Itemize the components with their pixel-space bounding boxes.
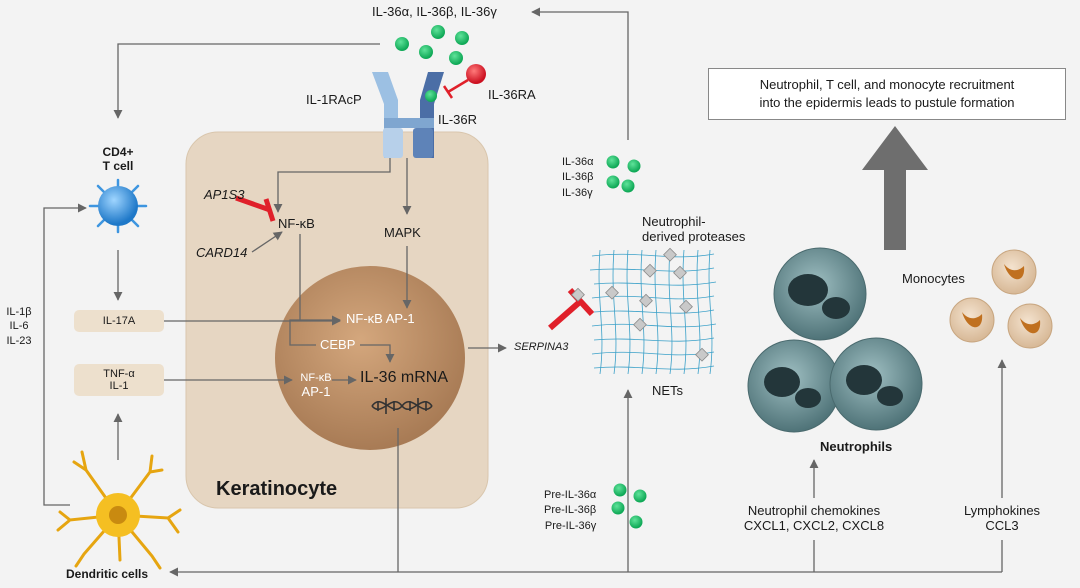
cebp-label: CEBP [320, 337, 356, 352]
il-17a-box: IL-17A [74, 310, 164, 332]
il-36-dots-mid [606, 155, 641, 193]
dendritic-cells-label: Dendritic cells [66, 567, 149, 581]
mapk-label: MAPK [384, 225, 421, 240]
ap1s3-label: AP1S3 [204, 187, 245, 202]
monocytes-icon [949, 249, 1053, 349]
il-36-dots-top [395, 25, 469, 65]
proteases-label: Neutrophil- derived proteases [642, 214, 746, 244]
il-1racp-label: IL-1RAcP [306, 92, 362, 107]
dendritic-cell-icon [56, 450, 182, 570]
protease-markers [571, 247, 709, 362]
il-36-mrna-label: IL-36 mRNA [360, 369, 449, 386]
keratinocyte-title: Keratinocyte [216, 478, 338, 500]
serpina3-inhibitor [548, 287, 595, 331]
t-cell-label: CD4+T cell [102, 145, 134, 173]
recruitment-callout: Neutrophil, T cell, and monocyte recruit… [708, 68, 1066, 120]
nucleus-tf-label: NF-κB AP-1 [346, 311, 415, 326]
card14-label: CARD14 [196, 245, 248, 260]
t-cell-icon [88, 178, 148, 234]
cytokines-top-label: IL-36α, IL-36β, IL-36γ [372, 4, 497, 19]
neutrophils-label: Neutrophils [820, 439, 893, 454]
serpina3-label: SERPINA3 [514, 341, 569, 353]
nets-mesh [589, 249, 717, 375]
nfkb-label: NF-κB [278, 216, 315, 231]
ap1s3-inhibitor [235, 195, 276, 222]
il-36r-label: IL-36R [438, 112, 478, 127]
nucleus [275, 266, 465, 450]
il-36ra-label: IL-36RA [488, 87, 536, 102]
nets-label: NETs [652, 383, 684, 398]
dna-icon [371, 398, 433, 414]
pre-il-36-dots [611, 483, 647, 529]
recruitment-arrow [862, 126, 928, 250]
il-36-receptor [372, 64, 486, 158]
neutrophils-icon [747, 247, 923, 433]
monocytes-label: Monocytes [902, 271, 965, 286]
